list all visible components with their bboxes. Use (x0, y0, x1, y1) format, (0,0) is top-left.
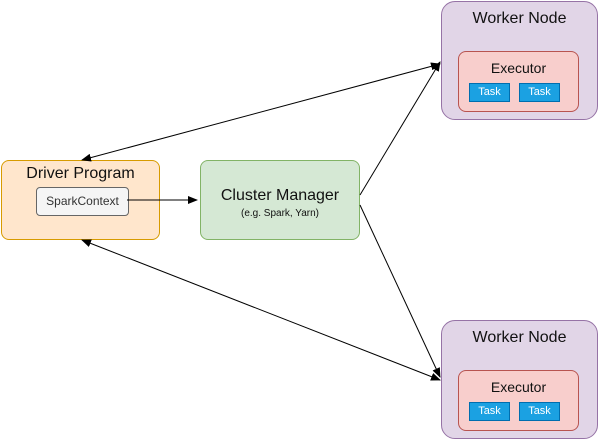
arrow-driver-worker-2-bidirectional (81, 239, 441, 381)
cluster-manager-subtitle: (e.g. Spark, Yarn) (241, 208, 319, 219)
task-box: Task (519, 402, 560, 421)
task-box: Task (469, 83, 510, 102)
task-box: Task (519, 83, 560, 102)
driver-program-title: Driver Program (26, 165, 135, 182)
driver-program: Driver Program SparkContext (1, 160, 160, 240)
executor-2-title: Executor (490, 379, 547, 395)
worker-node-2-title: Worker Node (472, 329, 567, 346)
spark-context: SparkContext (36, 187, 129, 216)
arrow-driver-worker-1-bidirectional (81, 62, 441, 162)
arrow-cluster-manager-to-worker-1 (359, 61, 441, 196)
executor-1: Executor Task Task (458, 51, 579, 112)
cluster-manager-title: Cluster Manager (220, 187, 340, 204)
executor-1-title: Executor (490, 60, 547, 76)
arrow-cluster-manager-to-worker-2 (359, 204, 441, 378)
worker-node-1-title: Worker Node (472, 10, 567, 27)
executor-2: Executor Task Task (458, 370, 579, 431)
cluster-manager: Cluster Manager (e.g. Spark, Yarn) (200, 160, 360, 240)
task-box: Task (469, 402, 510, 421)
worker-node-2: Worker Node Executor Task Task (441, 320, 598, 439)
worker-node-1: Worker Node Executor Task Task (441, 1, 598, 120)
